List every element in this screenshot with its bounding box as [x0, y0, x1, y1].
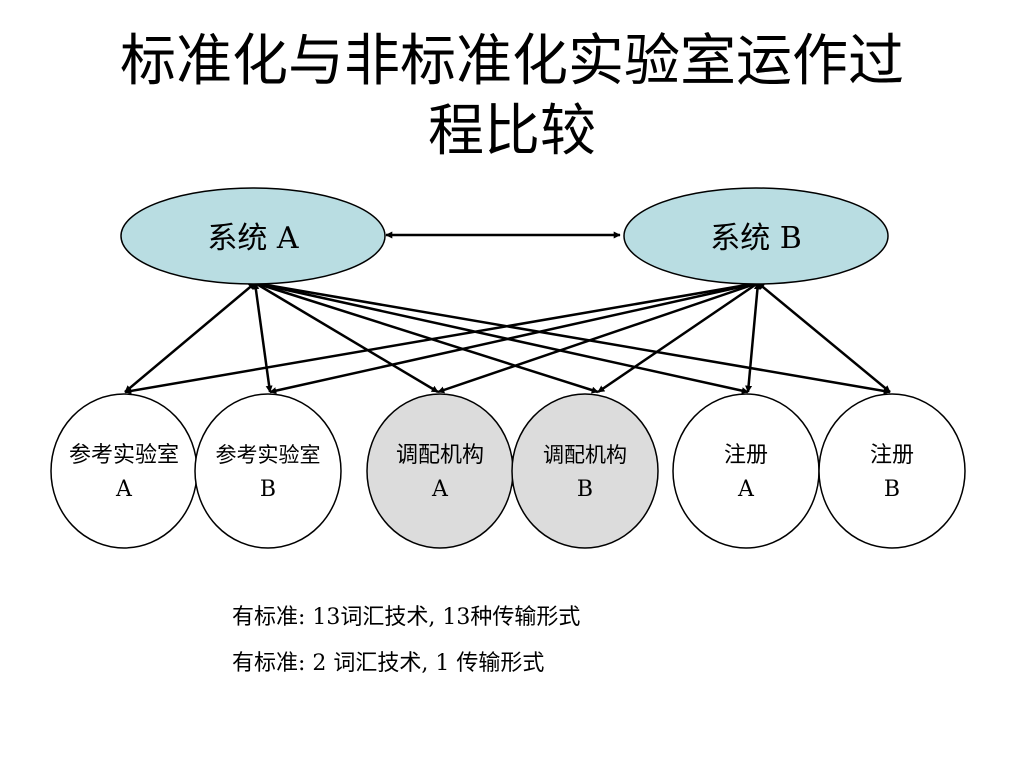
node-coordinator-a-line1: 调配机构 — [396, 443, 484, 468]
node-coordinator-a: 调配机构 A — [366, 393, 514, 549]
edge-sysA-regB — [254, 281, 891, 395]
edge-sysA-coordB — [254, 281, 599, 394]
page-title-line-2: 程比较 — [428, 99, 596, 164]
page-title-line-1: 标准化与非标准化实验室运作过 — [120, 29, 904, 94]
node-coordinator-b-line2: B — [577, 477, 593, 502]
note-standard-2: 有标准: 2 词汇技术, 1 传输形式 — [232, 651, 545, 676]
edge-sysB-refB — [269, 281, 759, 395]
node-reference-lab-b: 参考实验室 B — [194, 393, 342, 549]
connector-lines — [124, 231, 891, 395]
system-b-label: 系统 B — [710, 221, 802, 256]
node-registry-a: 注册 A — [672, 393, 820, 549]
node-registry-b-line2: B — [884, 477, 900, 502]
node-reference-lab-a: 参考实验室 A — [50, 393, 198, 549]
node-coordinator-b: 调配机构 B — [511, 393, 659, 549]
system-a-label: 系统 A — [207, 221, 299, 256]
node-registry-b-line1: 注册 — [870, 443, 914, 468]
node-registry-b: 注册 B — [818, 393, 966, 549]
node-reference-lab-a-line2: A — [115, 477, 133, 502]
edge-sysB-regB — [757, 282, 891, 393]
edge-sysB-regA — [745, 282, 761, 393]
edge-sysA-refA — [124, 282, 256, 393]
node-registry-a-line2: A — [737, 477, 755, 502]
edge-sysB-coordB — [597, 281, 759, 394]
node-reference-lab-b-line1: 参考实验室 — [216, 443, 321, 467]
edge-sysB-refA — [124, 281, 759, 395]
node-reference-lab-b-line2: B — [260, 477, 276, 502]
edge-sysA-refB — [252, 282, 273, 393]
system-a: 系统 A — [120, 187, 386, 285]
node-coordinator-a-line2: A — [431, 477, 449, 502]
edge-sysA-regA — [254, 281, 749, 395]
edge-sysA-coordA — [254, 281, 439, 394]
node-coordinator-b-line1: 调配机构 — [543, 443, 627, 467]
node-registry-a-line1: 注册 — [724, 443, 768, 468]
system-b: 系统 B — [623, 187, 889, 285]
note-standard-1: 有标准: 13词汇技术, 13种传输形式 — [232, 605, 581, 630]
edge-sysB-coordA — [437, 281, 759, 394]
node-reference-lab-a-line1: 参考实验室 — [69, 443, 179, 468]
